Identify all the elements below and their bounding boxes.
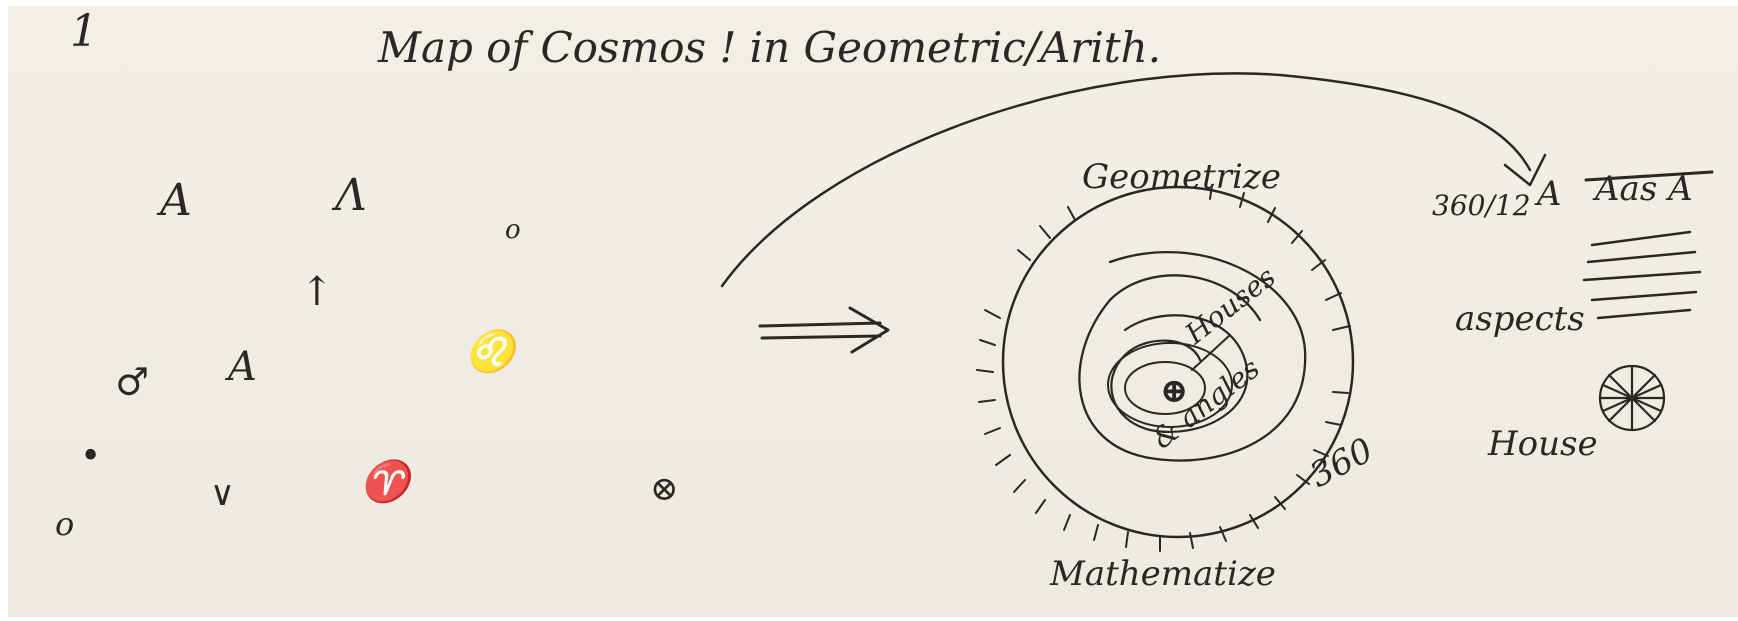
cosmos-diagram: ⊕ Geometrize Mathematize Houses & angles… [976,157,1380,594]
photo-border-top [0,0,1738,6]
core-loop [1124,361,1206,415]
glyph-aries: ♈ [360,458,417,505]
label-houses: Houses [1178,260,1282,351]
scattered-glyphs: A Λ ᴏ ↑ ♌ ♂ A • ∨ ♈ ⊗ o [55,170,679,543]
glyph-arrow-up: ↑ [300,269,334,315]
photo-border-left [0,0,8,621]
houses-pointer [1191,334,1231,371]
symbol-a-right: A [1534,174,1562,214]
outer-ring [1001,185,1355,539]
earth-symbol: ⊕ [1160,371,1189,411]
inner-loop [1107,342,1233,428]
page-number: 1 [70,6,98,57]
arc-arrowhead [1503,153,1547,187]
strikethrough-line [1584,170,1714,182]
photo-border-bottom [0,617,1738,621]
fraction-label: 360/12 [1432,189,1531,222]
inner-spiral [1110,314,1249,433]
implies-arrow [758,306,890,354]
label-mathematize: Mathematize [1049,554,1276,594]
middle-spiral [1078,251,1307,462]
label-house: House [1487,424,1598,464]
label-aspects: aspects [1455,299,1585,339]
glyph-letter-o: o [55,505,74,543]
glyph-v: ∨ [210,474,235,514]
glyph-mars: ♂ [115,360,149,404]
glyph-small-circle: ᴏ [505,215,521,245]
glyph-leo: ♌ [465,328,522,375]
glyph-circled-x: ⊗ [650,469,679,509]
sweeping-arc [720,72,1532,288]
outer-ring-ticks [976,184,1351,552]
glyph-a: A [156,175,192,226]
glyph-a-second: A [224,344,257,390]
glyph-dot: • [80,436,101,477]
label-geometrize: Geometrize [1082,157,1281,197]
page-title: Map of Cosmos ! in Geometric/Arith. [377,23,1161,72]
label-360: 360 [1303,430,1379,496]
right-panel: 360/12 A Aas A aspects House [1432,169,1714,464]
house-wheel-icon [1598,364,1666,432]
aspects-lines [1582,230,1702,320]
glyph-lambda: Λ [331,170,367,221]
